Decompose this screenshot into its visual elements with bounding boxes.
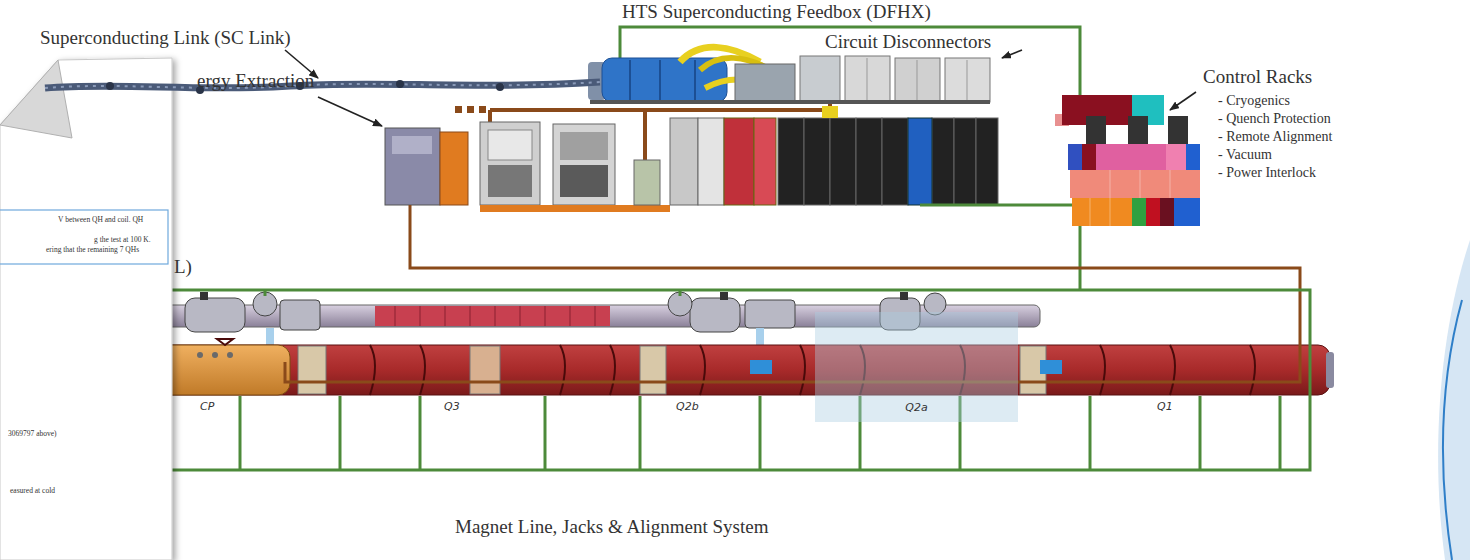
component-label: L) [174, 256, 192, 278]
list-item: - Remote Alignment [1218, 129, 1332, 145]
magnet-label: Q1 [1157, 401, 1173, 414]
component-label: ergy Extraction [197, 70, 314, 92]
section-label: Magnet Line, Jacks & Alignment System [455, 516, 768, 538]
document-text: ering that the remaining 7 QHs [46, 246, 139, 255]
document-text: 3069797 above) [8, 430, 57, 439]
magnet-label: Q2b [676, 401, 699, 414]
list-item: - Power Interlock [1218, 165, 1316, 181]
list-item: - Vacuum [1218, 147, 1272, 163]
component-label: Circuit Disconnectors [825, 31, 991, 53]
document-text: V between QH and coil. QH [58, 216, 143, 225]
magnet-label: CP [200, 401, 214, 414]
document-text: g the test at 100 K. [94, 236, 151, 245]
list-item: - Quench Protection [1218, 111, 1331, 127]
list-item: - Cryogenics [1218, 93, 1290, 109]
component-label: Superconducting Link (SC Link) [40, 27, 291, 49]
component-label: Control Racks [1203, 66, 1312, 88]
highlight-region: Q2a [815, 312, 1018, 422]
magnet-label: Q2a [815, 401, 1018, 414]
title-label: HTS Superconducting Feedbox (DFHX) [622, 1, 931, 23]
document-text: easured at cold [10, 487, 55, 496]
magnet-label: Q3 [444, 401, 460, 414]
